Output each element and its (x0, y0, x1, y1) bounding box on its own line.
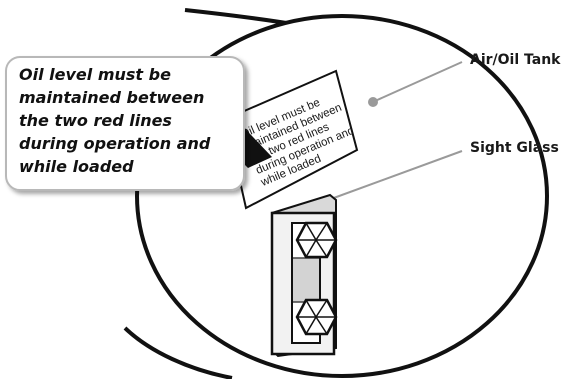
sight-glass-label: Sight Glass (470, 140, 559, 156)
tank-label: Air/Oil Tank (470, 52, 561, 68)
lower-bolt (295, 298, 338, 336)
callout-line-4: during operation and (19, 134, 211, 153)
tank-leader-line (374, 61, 463, 102)
callout-box (5, 56, 245, 191)
callout-line-3: the two red lines (19, 111, 172, 130)
upper-bolt (295, 221, 338, 259)
callout-line-5: while loaded (19, 157, 134, 176)
tank-bottom-edge (123, 326, 233, 379)
sight-glass-leader-line (319, 150, 463, 204)
callout: Oil level must be maintained between the… (5, 56, 272, 191)
tank-leader-dot (368, 97, 378, 107)
oil-fill (293, 258, 319, 302)
callout-line-1: Oil level must be (19, 65, 171, 84)
sight-glass (270, 193, 338, 358)
callout-line-2: maintained between (19, 88, 204, 107)
